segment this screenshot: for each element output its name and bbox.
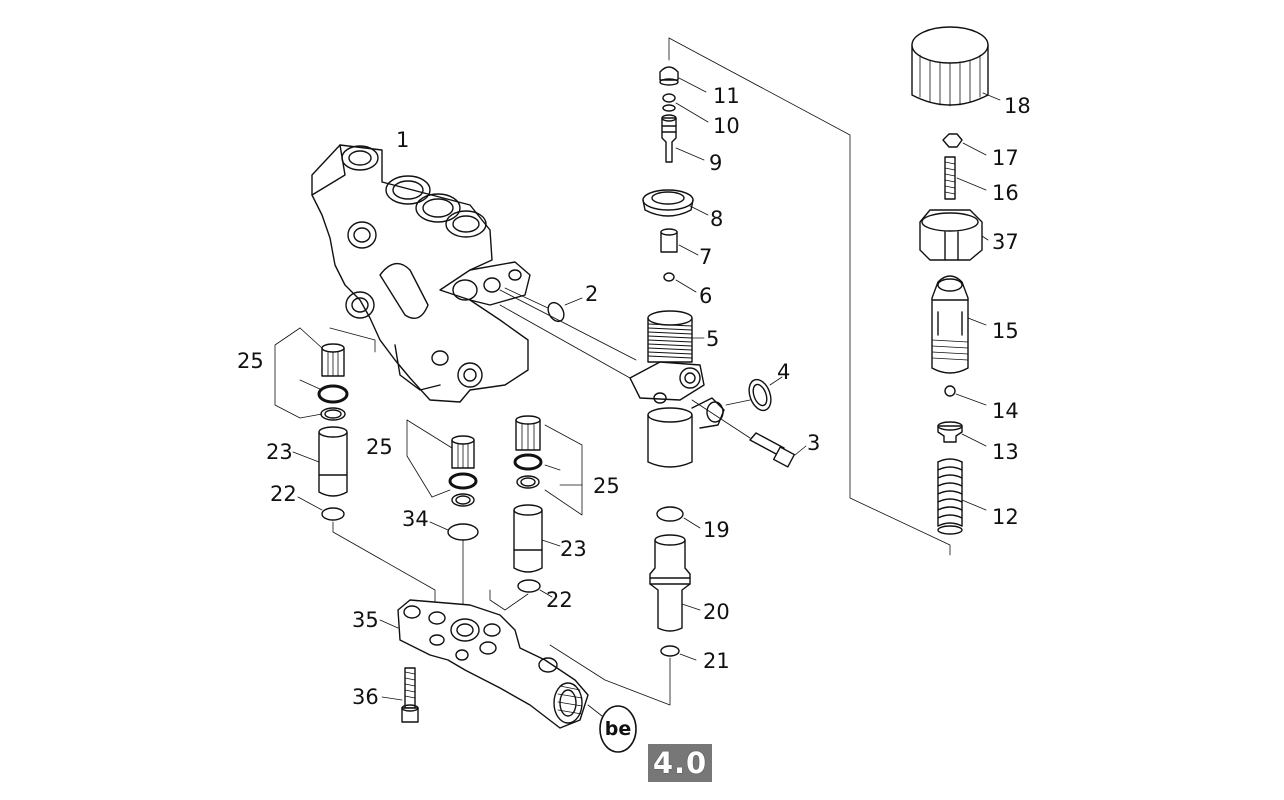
part-11-cap [659,66,707,93]
part-label-34: 34 [402,507,429,531]
part-label-6: 6 [699,284,713,308]
part-36-bolt [381,667,419,723]
part-label-12: 12 [992,505,1019,529]
part-label-22-left: 22 [270,482,297,506]
part-label-8: 8 [710,207,724,231]
part-5-bypass-housing [499,289,725,468]
part-label-11: 11 [713,84,740,108]
part-6-o-ring [663,272,697,293]
part-label-16: 16 [992,181,1019,205]
left-valve-group [274,327,436,606]
part-13-valve-seat [937,421,987,447]
part-label-17: 17 [992,146,1019,170]
part-label-3: 3 [807,431,821,455]
part-12-spring [937,458,987,535]
part-20-piston [649,534,701,632]
part-7-sleeve [660,228,699,256]
part-19-seal [656,506,701,529]
part-label-25-left: 25 [237,349,264,373]
part-35-manifold [379,599,603,729]
part-label-2: 2 [585,282,599,306]
part-9-valve-stem [661,114,705,163]
part-17-nut [942,133,987,156]
part-label-7: 7 [699,245,713,269]
part-label-25-right: 25 [593,474,620,498]
part-37-hex-nut [919,209,989,261]
part-label-19: 19 [703,518,730,542]
page-badge: 4.0 [648,744,712,782]
part-2-o-ring [504,287,583,323]
part-label-9: 9 [709,151,723,175]
part-label-5: 5 [706,327,720,351]
part-label-10: 10 [713,114,740,138]
part-label-14: 14 [992,399,1019,423]
part-label-23-left: 23 [266,440,293,464]
center-left-valve-group [406,419,479,626]
part-14-ball [944,385,987,406]
part-label-1: 1 [396,128,410,152]
part-3-screw [691,399,807,468]
be-marking-circle [599,705,637,753]
part-1-valve-body [311,144,531,403]
part-4-seal [725,376,783,412]
part-21-o-ring [549,644,697,706]
part-label-37: 37 [992,230,1019,254]
be-marking: be [604,718,632,740]
part-label-13: 13 [992,440,1019,464]
part-8-nut [642,189,709,217]
part-label-35: 35 [352,608,379,632]
part-label-22-right: 22 [546,588,573,612]
part-label-18: 18 [1004,94,1031,118]
part-label-21: 21 [703,649,730,673]
part-10-washer [662,93,709,123]
part-18-knob [911,26,1001,107]
part-label-4: 4 [777,360,791,384]
part-15-valve-housing [931,275,987,374]
part-label-25-center: 25 [366,435,393,459]
part-label-15: 15 [992,319,1019,343]
part-16-threaded-rod [944,156,987,200]
part-label-36: 36 [352,685,379,709]
center-right-valve-group [489,415,583,611]
part-label-23-right: 23 [560,537,587,561]
part-label-20: 20 [703,600,730,624]
